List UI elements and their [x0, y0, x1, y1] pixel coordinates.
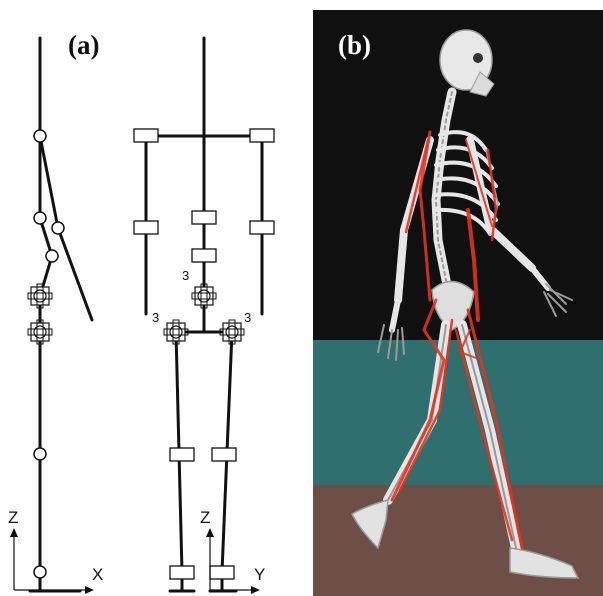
gimbal-joint-left-hip [220, 320, 244, 344]
axis-indicator-yz: Z Y [200, 508, 265, 594]
gimbal-joint-upper [28, 284, 52, 308]
axis-x-label: X [92, 565, 103, 584]
gimbal-joint-right-hip [164, 320, 188, 344]
right-shoulder-joint [134, 129, 158, 142]
left-knee-joint [212, 448, 236, 461]
left-elbow-joint [250, 221, 274, 234]
gimbal-joint-lumbar [192, 284, 216, 308]
knee-joint-side [34, 448, 46, 460]
panel-b-label: (b) [338, 30, 371, 60]
lumbar-joint-side [34, 212, 46, 224]
right-ankle-joint [170, 566, 194, 579]
side-view-model: Z X [8, 38, 103, 594]
gimbal-joint-hip-side [28, 320, 52, 344]
eye-socket [473, 53, 483, 63]
right-knee-joint [170, 448, 194, 461]
lumbar-joint-front [192, 249, 216, 262]
scene-wall [313, 340, 603, 485]
axis-indicator-xz: Z X [8, 508, 103, 594]
axis-y-label: Y [254, 565, 265, 584]
dof-label-right-hip: 3 [152, 310, 159, 325]
dof-label-lumbar: 3 [182, 268, 189, 283]
axis-z-label-front: Z [200, 508, 210, 527]
panel-a-label: (a) [68, 30, 99, 60]
panel-b: (b) [313, 10, 603, 596]
axis-z-label-side: Z [8, 508, 18, 527]
panel-a: (a) [8, 30, 274, 594]
left-shoulder-joint [250, 129, 274, 142]
pelvis-joint [46, 250, 58, 262]
ankle-joint-side [34, 566, 46, 578]
dof-label-left-hip: 3 [244, 310, 251, 325]
elbow-joint [52, 222, 64, 234]
thorax-joint [192, 211, 216, 224]
forearm-segment [58, 228, 92, 320]
left-ankle-joint [210, 566, 234, 579]
right-elbow-joint [134, 221, 158, 234]
shoulder-joint [34, 130, 46, 142]
front-view-model: 3 3 3 Z Y [134, 38, 274, 594]
scene-floor [313, 485, 603, 596]
